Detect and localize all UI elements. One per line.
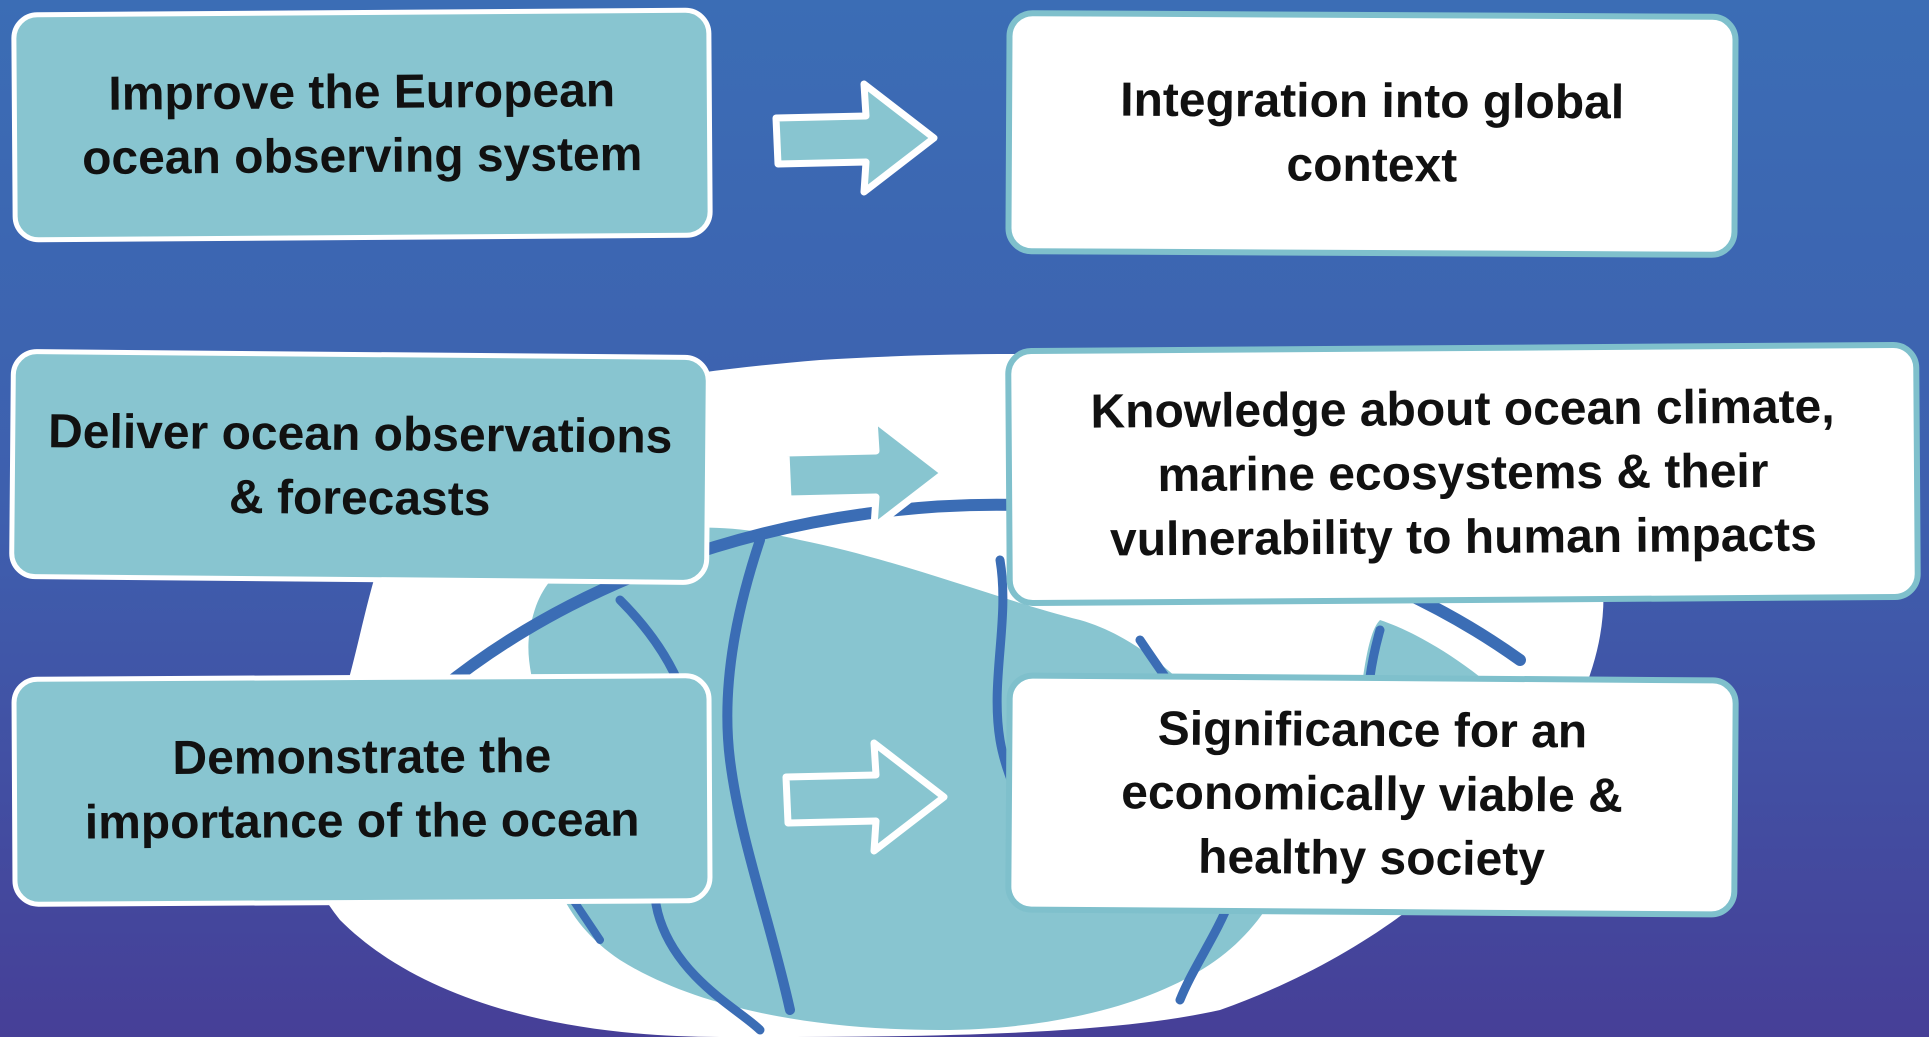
goal-label: Deliver ocean observations & forecasts [47,405,673,527]
goal-box-ocean-importance: Demonstrate the importance of the ocean [11,673,713,907]
goal-label: Improve the European ocean observing sys… [81,64,643,185]
goal-box-observations-forecasts: Deliver ocean observations & forecasts [9,348,711,586]
right-arrow-icon [782,739,948,855]
result-box-global-context: Integration into global context [1005,10,1739,258]
result-label: Significance for an economically viable … [1121,702,1623,887]
right-arrow-icon [782,415,948,531]
goal-label: Demonstrate the importance of the ocean [84,730,640,850]
result-box-ocean-knowledge: Knowledge about ocean climate, marine ec… [1005,341,1921,607]
result-label: Integration into global context [1120,73,1625,193]
right-arrow-icon [772,80,938,196]
goal-box-observing-system: Improve the European ocean observing sys… [11,7,713,243]
globe-meridian [722,535,795,1015]
result-box-society-significance: Significance for an economically viable … [1005,672,1739,918]
result-label: Knowledge about ocean climate, marine ec… [1090,380,1835,567]
